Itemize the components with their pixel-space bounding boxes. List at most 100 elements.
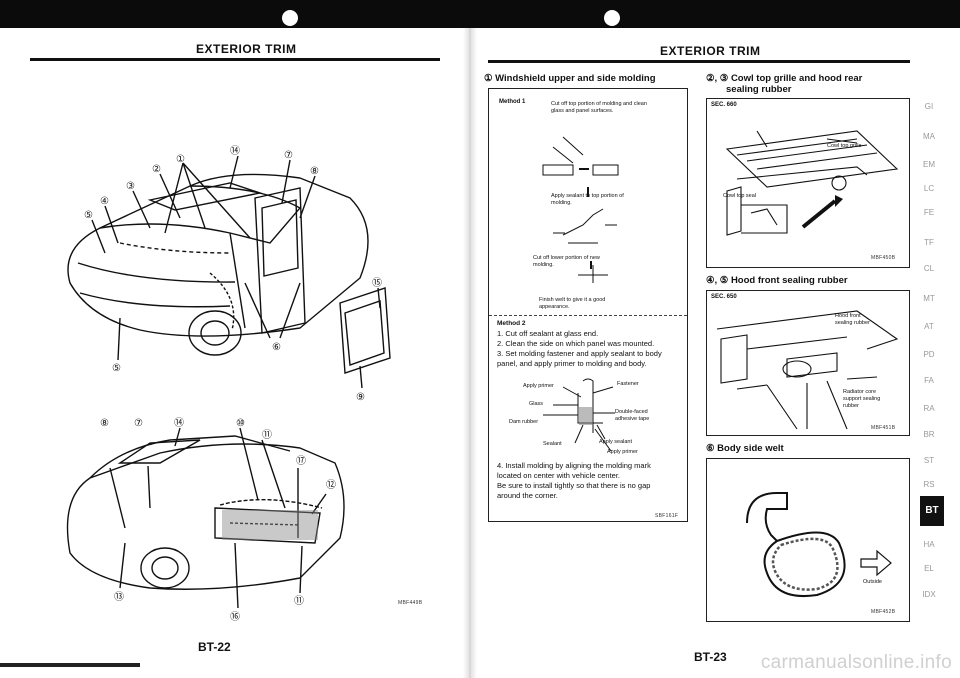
figure-code: MBF450B <box>871 255 896 261</box>
section-tab[interactable]: TF <box>924 238 934 247</box>
section-tab[interactable]: PD <box>923 350 935 359</box>
method-1-step-2: Apply sealant to top portion of molding. <box>551 193 624 206</box>
callout-label: ⑭ <box>174 417 184 429</box>
section-tab[interactable]: CL <box>923 264 935 273</box>
callout-label: ⑮ <box>372 277 382 289</box>
label-outside: Outside <box>863 579 882 585</box>
page-header-right: EXTERIOR TRIM <box>660 44 761 58</box>
callout-label: ⑪ <box>262 429 272 441</box>
callout-label: ⑤ <box>84 210 93 221</box>
section-tab[interactable]: BR <box>923 430 935 439</box>
section-tab[interactable]: MA <box>923 132 935 141</box>
header-rule <box>488 60 910 63</box>
page-header-left: EXTERIOR TRIM <box>196 42 297 56</box>
method-1-illustration <box>542 136 619 283</box>
callout-label: ⑬ <box>114 591 124 603</box>
left-page: EXTERIOR TRIM <box>0 28 470 678</box>
label-cowl-top-seal: Cowl top seal <box>723 193 757 199</box>
sec-number: SEC. 650 <box>711 294 737 300</box>
callout-label: ⑤ <box>112 363 121 374</box>
label-sealant: Sealant <box>543 441 562 447</box>
section-title-hood: ④, ⑤ Hood front sealing rubber <box>706 275 848 286</box>
scan-top-border <box>0 0 960 28</box>
callout-label: ⑫ <box>326 479 336 491</box>
right-page: EXTERIOR TRIM ① Windshield upper and sid… <box>470 28 960 678</box>
section-tab[interactable]: GI <box>924 102 934 111</box>
hood-figure-box: SEC. 650 Hood front sealing rubber Radia… <box>706 290 910 436</box>
method-1-step-4: Finish welt to give it a good appearance… <box>539 297 606 310</box>
section-tab[interactable]: MT <box>923 294 935 303</box>
section-tab[interactable]: HA <box>923 540 935 549</box>
method-divider <box>489 315 687 316</box>
callout-label: ⑪ <box>294 595 304 607</box>
callout-label: ⑦ <box>284 150 293 161</box>
section-title-cowl: ②, ③ Cowl top grille and hood rear <box>706 73 863 84</box>
section-tab[interactable]: RA <box>923 404 935 413</box>
label-adhesive-tape: adhesive tape <box>615 416 650 422</box>
figure-code: MBF451B <box>871 425 896 431</box>
method-1-label: Method 1 <box>499 99 526 105</box>
section-title-cowl-2: sealing rubber <box>726 84 792 95</box>
method-2-step: 2. Clean the side on which panel was mou… <box>497 339 655 348</box>
callout-label: ① <box>176 154 185 165</box>
watermark: carmanualsonline.info <box>760 652 952 673</box>
section-tab[interactable]: IDX <box>922 590 936 599</box>
section-tab[interactable]: ST <box>923 456 935 465</box>
callout-label: ⑰ <box>296 455 306 467</box>
section-tab[interactable]: RS <box>923 480 935 489</box>
page-number-left: BT-22 <box>198 640 231 654</box>
cowl-figure-box: SEC. 660 Cowl top grille Cowl top seal M… <box>706 98 910 268</box>
binding-hole <box>282 10 298 26</box>
method-2-step-4: located on center with vehicle center. <box>497 471 620 480</box>
section-title-welt: ⑥ Body side welt <box>706 443 784 454</box>
label-apply-sealant: Apply sealant <box>599 439 633 445</box>
molding-cross-section <box>543 378 615 452</box>
binding-hole <box>604 10 620 26</box>
method-2-label: Method 2 <box>497 320 526 327</box>
scan-edge <box>0 663 140 667</box>
callout-label: ⑭ <box>230 145 240 157</box>
callout-label: ③ <box>126 181 135 192</box>
figure-code: SBF161F <box>655 513 679 519</box>
hood-seal-diagram <box>716 310 899 430</box>
rear-panel-hatch <box>222 510 318 540</box>
section-tab[interactable]: AT <box>924 322 934 331</box>
callout-label: ⑯ <box>230 611 240 623</box>
callout-label: ② <box>152 164 161 175</box>
outside-arrow-icon <box>860 549 892 577</box>
label-apply-primer: Apply primer <box>523 383 554 389</box>
cowl-grille-diagram <box>725 130 899 236</box>
method-2-step: 1. Cut off sealant at glass end. <box>497 329 599 338</box>
label-glass: Glass <box>529 401 544 407</box>
section-tab[interactable]: EL <box>924 564 934 573</box>
section-tab-active[interactable]: BT <box>920 496 944 526</box>
section-tab[interactable]: FA <box>924 376 934 385</box>
exploded-view-diagram: ① ② ③ ④ ⑤ ⑦ ⑭ ⑧ ⑮ ⑥ ⑤ ⑨ ⑧ ⑦ ⑭ ⑩ ⑪ ⑰ ⑫ ⑬ … <box>66 145 391 623</box>
section-tab[interactable]: LC <box>923 184 935 193</box>
arrow-head <box>835 195 843 207</box>
label-radiator-core: Radiator core <box>843 389 877 395</box>
welt-figure-box: Outside MBF452B <box>706 458 910 622</box>
callout-label: ⑧ <box>100 418 109 429</box>
section-title-windshield: ① Windshield upper and side molding <box>484 73 656 84</box>
section-tab[interactable]: FE <box>923 208 935 217</box>
label-support-sealing: support sealing <box>843 396 881 402</box>
label-fastener: Fastener <box>617 381 639 387</box>
figure-code: MBF449B <box>398 600 423 606</box>
callout-label: ⑩ <box>236 418 245 429</box>
windshield-procedure-box: Method 1 Cut off top portion of molding … <box>488 88 688 522</box>
method-2-step-4: Be sure to install tightly so that there… <box>497 481 651 490</box>
label-sealing-rubber: sealing rubber <box>835 320 870 326</box>
page-binding <box>463 28 477 678</box>
arrow-line <box>801 199 837 229</box>
method-1-step-1: Cut off top portion of molding and clean… <box>551 101 647 114</box>
page-number-right: BT-23 <box>694 650 727 664</box>
section-tab[interactable]: EM <box>923 160 935 169</box>
method-1-step-3: Cut off lower portion of new molding. <box>533 255 600 268</box>
method-2-step-4: 4. Install molding by aligning the moldi… <box>497 461 651 470</box>
label-hood-front: Hood front <box>835 313 861 319</box>
method-2-step: 3. Set molding fastener and apply sealan… <box>497 349 662 358</box>
sealant-hatch <box>579 407 593 425</box>
label-double-faced: Double-faced <box>615 409 648 415</box>
callout-label: ④ <box>100 196 109 207</box>
